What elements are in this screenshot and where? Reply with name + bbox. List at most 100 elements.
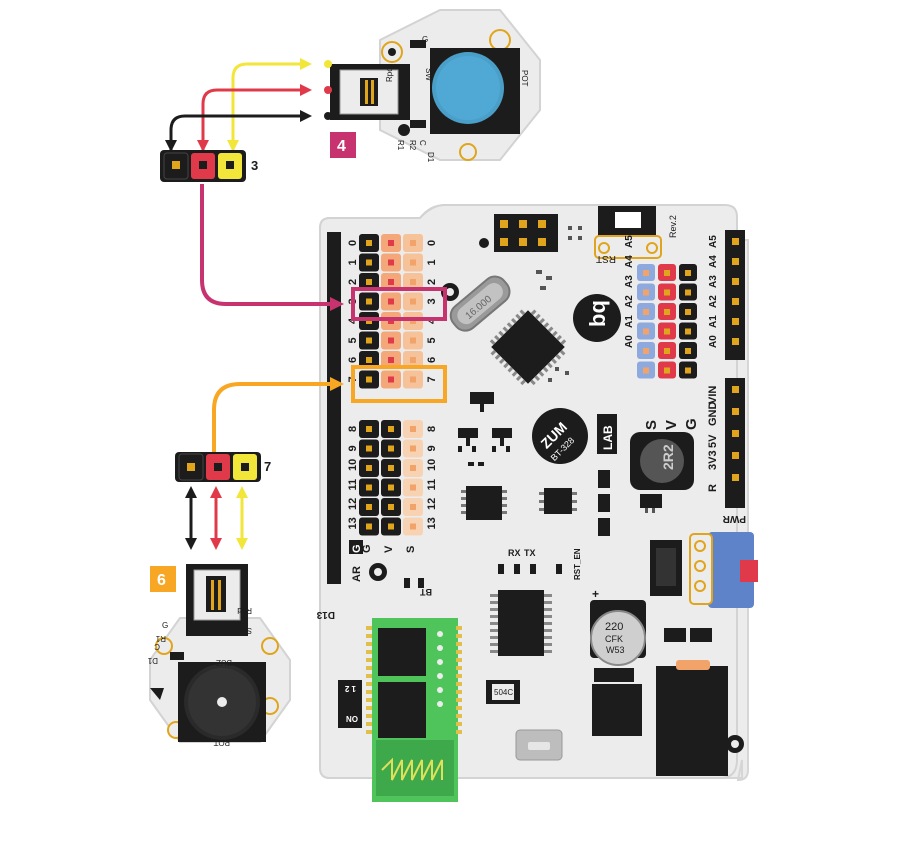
usb-serial-ic [498,590,544,656]
power-label-VIN: VIN [707,386,719,404]
electrolytic-capacitor: 220 CFK W53 + [590,587,646,666]
analog-label-outer-A4: A4 [708,255,719,268]
svg-text:1 2: 1 2 [344,684,356,693]
pwr-label: PWR [722,513,746,524]
pot-label-pot: POT [520,70,529,87]
right-pin-label-10: 10 [426,459,438,471]
left-pin-label-2: 2 [347,279,359,285]
right-pin-label-2: 2 [426,279,438,285]
analog-label-inner-A1: A1 [624,315,635,328]
buzzer-label-sw: SW [239,626,252,635]
analog-label-outer-A3: A3 [708,275,719,288]
pot-label-rpd: Rpd [385,67,394,82]
buzzer-pin-number: 7 [264,459,271,474]
right-pin-label-6: 6 [426,357,438,363]
pin3-highlight-box [351,287,447,321]
zum-badge: ZUM BT-328 [532,408,588,465]
pot-signal-route [200,184,330,306]
left-pin-label-1: 1 [347,259,359,265]
right-pin-label-8: 8 [426,426,438,432]
power-label-R: R [707,484,719,492]
left-pin-label-12: 12 [347,498,359,510]
power-label-GND: GND [707,402,719,427]
svg-label-v: V [663,420,680,430]
analog-label-inner-A2: A2 [624,295,635,308]
left-pin-label-10: 10 [347,459,359,471]
pot-label-c: C [418,140,427,146]
svg-label-g: G [683,418,700,430]
g-box-label: G [351,544,363,553]
pot-label-r1: R1 [396,140,405,151]
ar-label: AR [351,566,363,582]
analog-label-outer-A0: A0 [708,335,719,348]
svg-text:2R2: 2R2 [660,444,676,470]
pot-pin-number: 3 [251,158,258,173]
power-label-3V3: 3V3 [707,450,719,470]
buzzer-label-g: G [162,621,168,630]
pot-label-r2: R2 [408,140,417,151]
right-pin-label-0: 0 [426,240,438,246]
dip-switch[interactable] [338,680,362,728]
bt-label: BT [420,587,432,597]
bluetooth-module [366,618,462,802]
right-pin-label-13: 13 [426,517,438,529]
rx-label: RX [508,548,521,558]
svg-text:W53: W53 [606,645,625,655]
svg-text:220: 220 [605,621,623,633]
right-pin-label-5: 5 [426,337,438,343]
tx-label: TX [524,548,536,558]
left-pin-label-6: 6 [347,357,359,363]
digital-header-left [327,232,341,584]
right-pin-label-7: 7 [426,376,438,382]
svg-text:ON: ON [346,714,358,723]
buzzer-module-badge-text: 6 [157,572,166,589]
svg-label-s: S [643,420,660,430]
power-header-right [725,378,745,508]
buzzer-wires [189,496,244,540]
right-pin-label-1: 1 [426,259,438,265]
soic-chip-2 [544,488,572,514]
d13-label: D13 [316,609,335,620]
analog-header-right [725,230,745,360]
svg-text:+: + [592,587,599,601]
pin7-highlight-box [351,365,447,403]
analog-label-outer-A2: A2 [708,295,719,308]
reset-label: RST [596,253,616,264]
gvs-pin-grid [359,234,423,536]
col-label-s: S [405,546,417,553]
buzzer-label-rpd: Rpd [237,606,252,615]
left-pin-label-13: 13 [347,517,359,529]
lab-label: LAB [601,425,615,450]
analog-label-inner-A0: A0 [624,335,635,348]
pot-label-sw: SW [424,68,433,81]
right-pin-label-12: 12 [426,498,438,510]
battery-connector [689,532,758,608]
buzzer-label-buz: BUZ [216,658,232,667]
left-pin-label-5: 5 [347,337,359,343]
right-pin-label-9: 9 [426,445,438,451]
analog-label-inner-A4: A4 [624,255,635,268]
left-pin-label-11: 11 [347,479,359,491]
buzzer-module-badge [150,566,176,592]
analog-label-inner-A5: A5 [624,235,635,248]
col-label-g: G [361,544,373,553]
buzzer-label-pot: POT [213,738,230,747]
svg-text:CFK: CFK [605,634,623,644]
rst-en-label: RST_EN [573,548,582,580]
analog-label-inner-A3: A3 [624,275,635,288]
col-label-v: V [383,545,395,553]
buzzer-label-c: C [154,642,160,651]
pot-label-d1: D1 [426,152,435,163]
icsp-header [494,214,558,252]
pot-module-badge [330,132,356,158]
pot-label-g: G [422,35,428,44]
right-pin-label-11: 11 [426,479,438,491]
pot-wires [169,62,300,152]
pot-module-badge-text: 4 [337,138,346,155]
brand-label: bq [585,300,610,327]
crystal-oscillator: 16.000 [449,275,511,332]
